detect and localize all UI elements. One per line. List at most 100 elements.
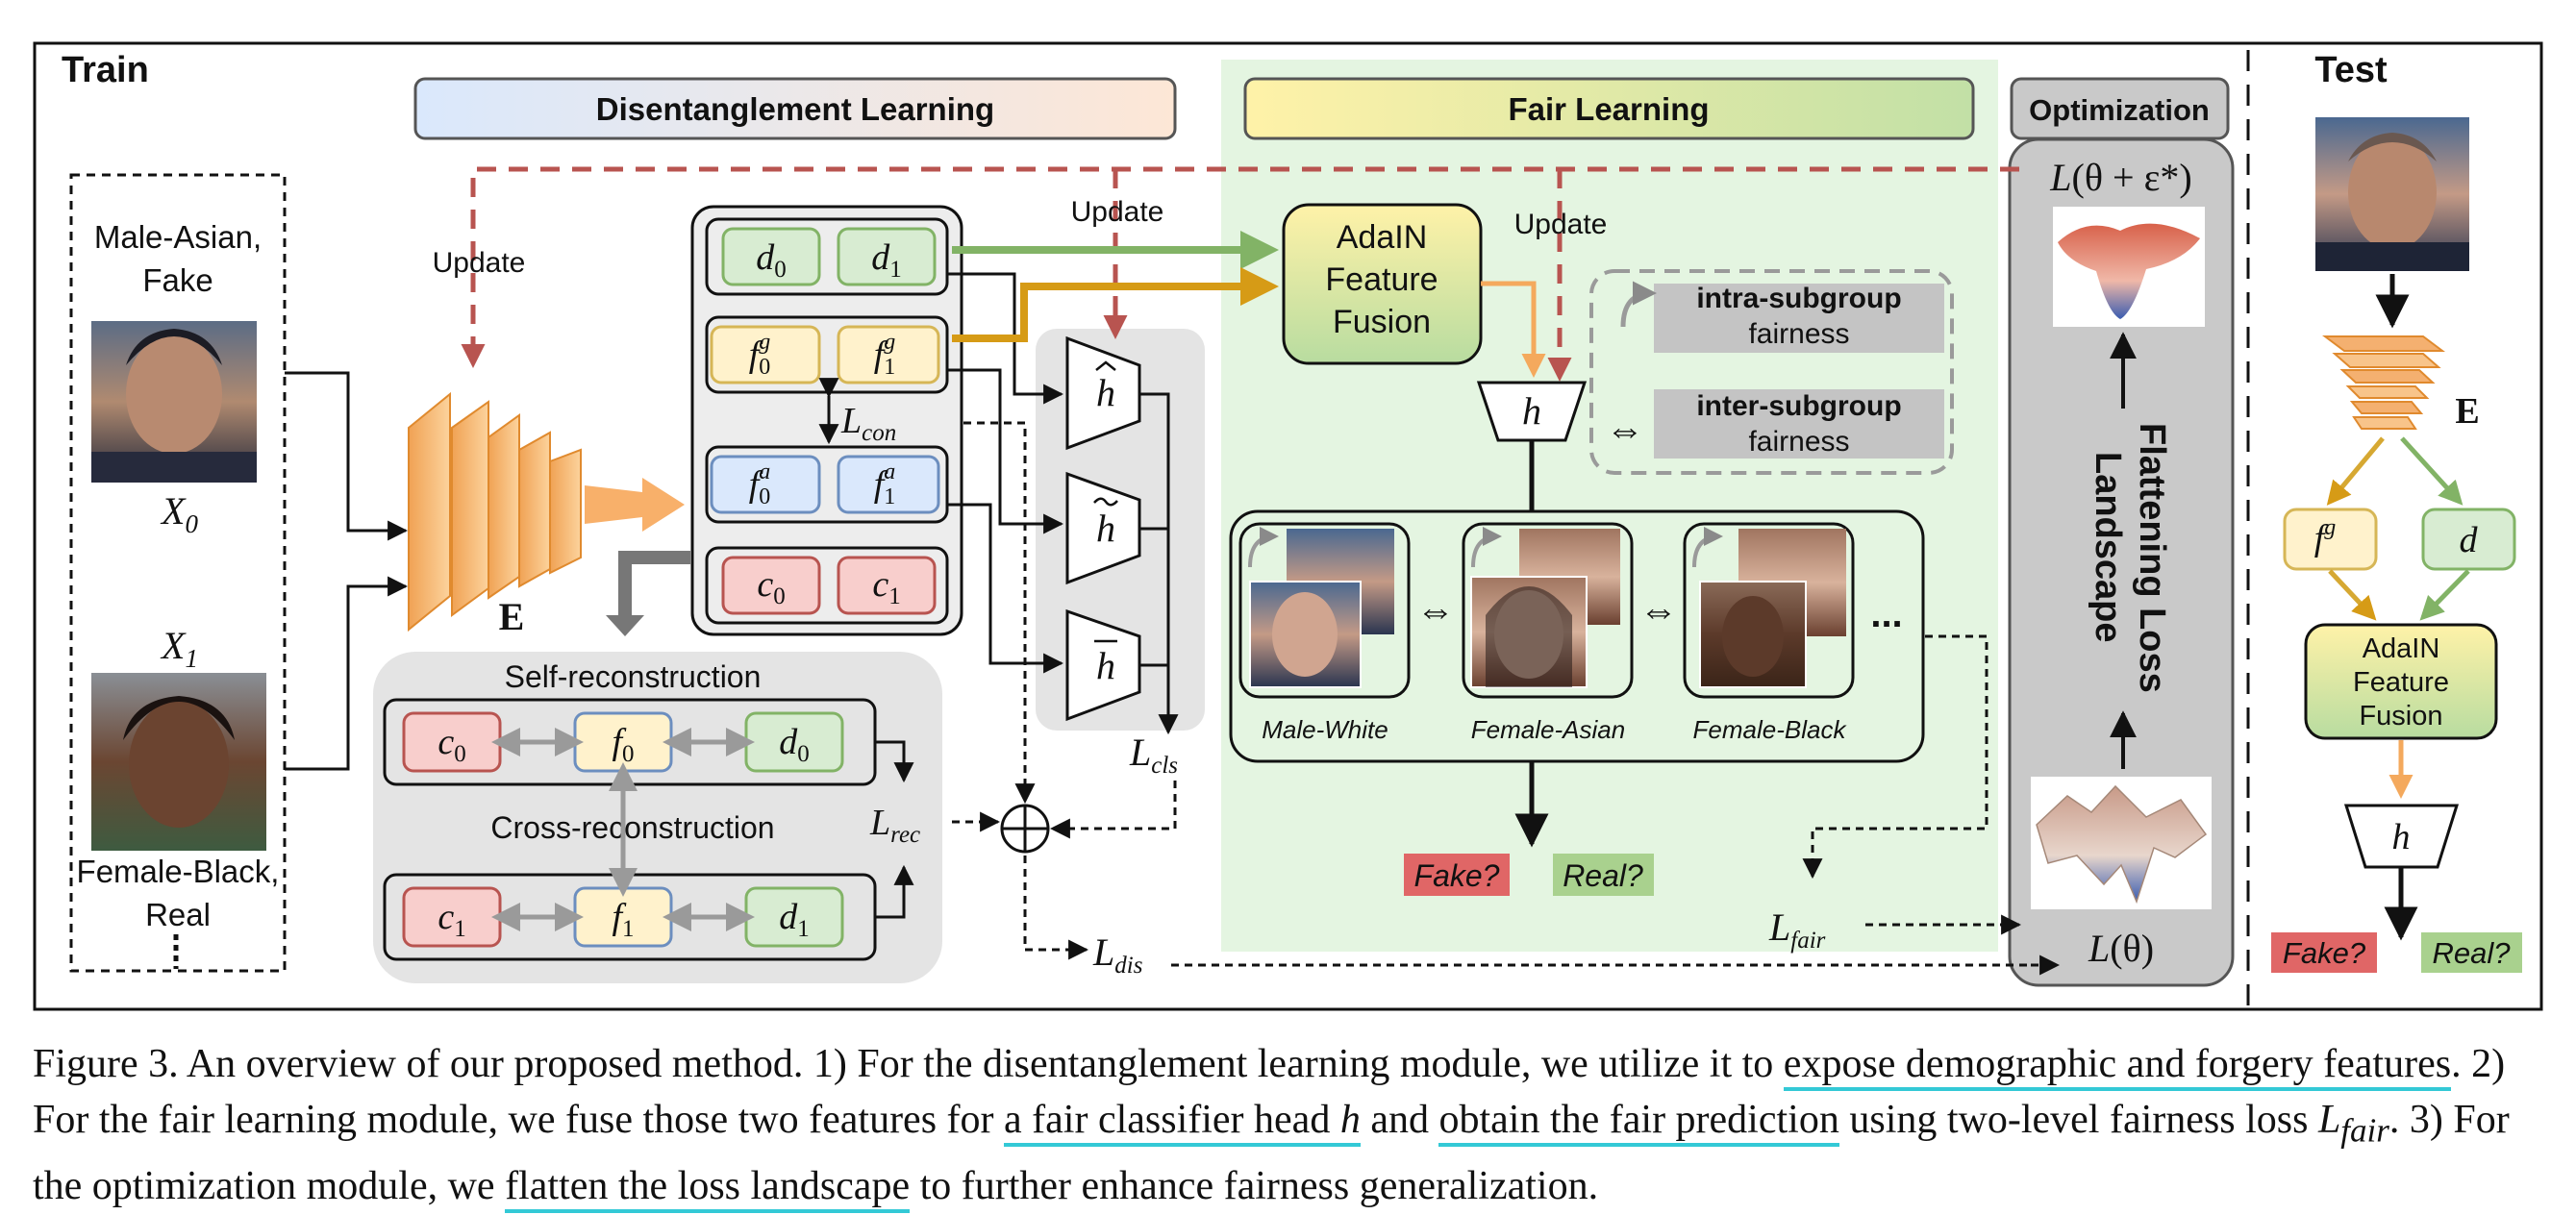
c0-label: c0 <box>757 564 785 609</box>
svg-text:h: h <box>1096 507 1115 550</box>
figure-caption: Figure 3. An overview of our proposed me… <box>33 1036 2544 1214</box>
fg-to-head-tilde-arrow <box>947 368 1064 534</box>
method-overview-diagram: Train Test Disentanglement Learning Fair… <box>33 41 2543 1011</box>
test-fake-label: Fake? <box>2283 936 2366 970</box>
real-prediction-label: Real? <box>1563 858 1643 893</box>
subgroup-label-1: Female-Asian <box>1471 715 1625 744</box>
test-adain-fusion-box <box>2304 623 2498 740</box>
x0-label-line1: Male-Asian, <box>94 219 262 255</box>
test-real-label: Real? <box>2433 936 2512 970</box>
test-adain-line1: AdaIN <box>2363 633 2440 664</box>
test-adain-line3: Fusion <box>2359 701 2442 731</box>
inter-subgroup-box <box>1654 389 1944 459</box>
intra-cycle-arrow <box>1620 281 1657 328</box>
c1-feature <box>837 556 937 615</box>
fg1-feature <box>837 325 940 384</box>
sharp-loss-landscape-plot <box>2031 777 2212 909</box>
disentanglement-header <box>413 77 1177 140</box>
intra-subgroup-title: intra-subgroup <box>1696 283 1901 314</box>
flattening-label-line2: Landscape <box>2088 452 2128 643</box>
x0-face-image <box>91 321 257 483</box>
loss-label: L(θ) <box>2088 927 2154 970</box>
adain-line2: Feature <box>1325 261 1438 298</box>
update-label-encoder: Update <box>433 247 526 279</box>
test-d-label: d <box>2460 520 2479 560</box>
caption-underline-1: expose demographic and forgery features <box>1783 1042 2452 1091</box>
lcon-to-sum-arrow <box>963 421 1036 805</box>
self-reconstruction-title: Self-reconstruction <box>505 659 762 694</box>
self-d0-label: d0 <box>779 722 810 767</box>
test-encoder-to-fg-arrow <box>2326 436 2385 506</box>
c0-feature <box>721 556 821 615</box>
caption-underline-2: a fair classifier head h <box>1004 1098 1361 1147</box>
sum-to-ldis-arrow <box>1023 855 1089 960</box>
inter-arrow-1: ⇔ <box>1416 588 1455 632</box>
test-face-image <box>2315 117 2469 271</box>
test-classifier-head <box>2343 804 2460 869</box>
cross-d1-label: d1 <box>779 897 810 942</box>
input-samples-box <box>69 173 287 973</box>
female-black-face-images <box>1699 529 1846 688</box>
features-to-reconstruction-arrowhead <box>606 615 644 636</box>
x0-label-line2: Fake <box>142 262 213 298</box>
more-subgroups-dots: ... <box>1870 593 1902 635</box>
x1-label-line2: Real <box>145 897 211 932</box>
test-encoder-block <box>2322 335 2445 430</box>
test-d-to-adain-arrow <box>2419 569 2470 621</box>
l-fair-label: Lfair <box>1768 905 1826 954</box>
subgroup-female-asian-box <box>1462 522 1634 699</box>
fairness-loss-box <box>1589 269 1954 475</box>
update-encoder-arrow <box>461 166 2019 368</box>
disentanglement-title: Disentanglement Learning <box>596 91 994 127</box>
x1-face-image <box>91 673 266 851</box>
head-bar: h <box>1065 608 1141 722</box>
fg-to-adain-arrow <box>952 267 1279 342</box>
real-prediction-badge <box>1553 854 1654 896</box>
caption-underline-3: obtain the fair prediction <box>1438 1098 1839 1147</box>
head-bar-out <box>1139 663 1179 735</box>
x1-symbol: X1 <box>160 624 198 673</box>
subgroup-label-0: Male-White <box>1262 715 1388 744</box>
fair-learning-title: Fair Learning <box>1508 91 1709 127</box>
cross-f1-label: f1 <box>612 897 634 942</box>
fa1-feature <box>837 455 940 514</box>
d1-label: d1 <box>871 237 902 283</box>
male-white-face-images <box>1249 529 1394 688</box>
svg-text:h: h <box>1096 644 1115 687</box>
fa0-feature <box>710 455 821 514</box>
x1-label-line1: Female-Black, <box>77 854 280 889</box>
test-fg-feature <box>2283 508 2378 571</box>
adain-line1: AdaIN <box>1337 219 1428 256</box>
optimization-title: Optimization <box>2029 93 2210 127</box>
fair-learning-background <box>1221 60 1998 952</box>
update-label-heads: Update <box>1071 196 1164 228</box>
encoder-block <box>408 391 582 632</box>
head-hat-out <box>1139 392 1170 731</box>
optimization-header <box>2010 77 2230 140</box>
test-fake-badge <box>2271 932 2377 973</box>
fair-learning-header <box>1243 77 1975 140</box>
fake-prediction-badge <box>1404 854 1510 896</box>
subgroups-to-lfair-arrow <box>1802 634 1988 880</box>
inter-arrow-2: ⇔ <box>1639 588 1678 632</box>
fair-classifier-head <box>1476 381 1588 442</box>
test-encoder-to-d-arrow <box>2400 436 2463 506</box>
intra-subgroup-box <box>1654 284 1944 353</box>
test-real-badge <box>2421 932 2522 973</box>
inter-biarrow: ⇔ <box>1606 408 1644 451</box>
encoder-label: E <box>499 595 525 638</box>
test-title: Test <box>2314 50 2388 90</box>
fake-prediction-label: Fake? <box>1414 858 1500 893</box>
l-rec-label: Lrec <box>869 803 920 848</box>
features-to-reconstruction-arrow <box>618 551 690 615</box>
fa-to-head-bar-arrow <box>947 503 1064 674</box>
cross-to-lrec-arrow <box>875 864 914 919</box>
test-adain-line2: Feature <box>2353 667 2449 698</box>
subgroup-male-white-box <box>1238 522 1411 699</box>
l-cls-label: Lcls <box>1129 731 1178 779</box>
c1-label: c1 <box>872 564 900 609</box>
male-white-intra-arrow <box>1248 527 1279 568</box>
